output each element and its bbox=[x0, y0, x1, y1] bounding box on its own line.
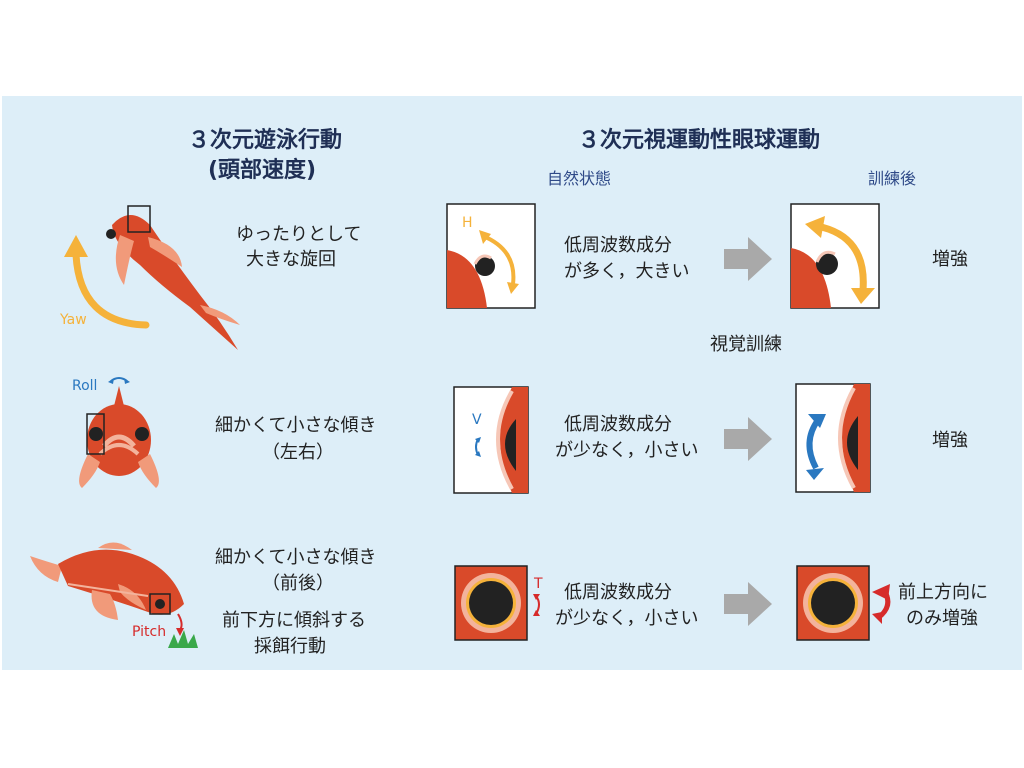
row1-desc-line1: ゆったりとして bbox=[236, 224, 362, 245]
left-header-line1: ３次元遊泳行動 bbox=[188, 128, 343, 153]
yaw-arrow-head bbox=[64, 235, 88, 257]
row3-desc-line3: 前下方に傾斜する bbox=[222, 610, 366, 631]
roll-eye-box bbox=[86, 413, 105, 455]
row3-trained-eye bbox=[796, 565, 870, 641]
roll-arrow-icon bbox=[108, 377, 130, 384]
row1-result: 増強 bbox=[932, 249, 968, 270]
row3-eye-label: T bbox=[534, 576, 543, 592]
yaw-fish-illustration bbox=[64, 205, 240, 350]
right-header: ３次元視運動性眼球運動 bbox=[578, 128, 821, 153]
row3-gray-arrow bbox=[724, 582, 772, 626]
row3-desc-line2: （前後） bbox=[262, 573, 334, 594]
row2-desc-line1: 細かくて小さな傾き bbox=[215, 415, 377, 436]
row2-desc-line2: （左右） bbox=[262, 442, 334, 463]
natural-state-header: 自然状態 bbox=[547, 169, 612, 188]
row2-trained-eye bbox=[795, 383, 871, 493]
yaw-eye-box bbox=[127, 205, 151, 233]
row2-eye-label: V bbox=[472, 412, 482, 428]
row1-mid-line2: が多く，大きい bbox=[564, 261, 690, 282]
row3-mid-line1: 低周波数成分 bbox=[564, 582, 672, 603]
row3-desc-line1: 細かくて小さな傾き bbox=[215, 547, 377, 568]
grass-icon bbox=[168, 630, 198, 648]
row3-small-tilt-icon bbox=[533, 594, 540, 616]
row1-gray-arrow bbox=[724, 237, 772, 281]
yaw-label: Yaw bbox=[60, 312, 87, 328]
row2-natural-eye bbox=[453, 386, 529, 494]
row3-result-line1: 前上方向に bbox=[898, 582, 988, 603]
roll-label: Roll bbox=[72, 378, 98, 394]
row2-mid-line1: 低周波数成分 bbox=[564, 414, 672, 435]
row3-result-line2: のみ増強 bbox=[906, 608, 978, 629]
row3-mid-line2: が少なく，小さい bbox=[555, 608, 699, 629]
yaw-arrow-icon bbox=[72, 251, 150, 329]
row3-upward-arrow-icon bbox=[872, 584, 891, 624]
row1-natural-eye bbox=[446, 203, 536, 309]
row2-gray-arrow bbox=[724, 417, 772, 461]
row1-trained-eye bbox=[790, 203, 880, 309]
pitch-label: Pitch bbox=[132, 624, 167, 640]
row3-desc-line4: 採餌行動 bbox=[254, 636, 326, 657]
pitch-eye-box bbox=[149, 593, 171, 615]
row1-eye-label: H bbox=[462, 215, 473, 231]
roll-fish-illustration bbox=[79, 386, 159, 488]
left-header-line2: (頭部速度) bbox=[208, 158, 317, 183]
pitch-fish-illustration bbox=[30, 542, 198, 648]
row3-natural-eye bbox=[454, 565, 528, 641]
row1-desc-line2: 大きな旋回 bbox=[246, 249, 336, 270]
after-training-header: 訓練後 bbox=[868, 169, 917, 188]
row1-mid-line1: 低周波数成分 bbox=[564, 235, 672, 256]
row2-mid-line2: が少なく，小さい bbox=[555, 440, 699, 461]
training-label: 視覚訓練 bbox=[710, 334, 782, 355]
row2-result: 増強 bbox=[932, 430, 968, 451]
